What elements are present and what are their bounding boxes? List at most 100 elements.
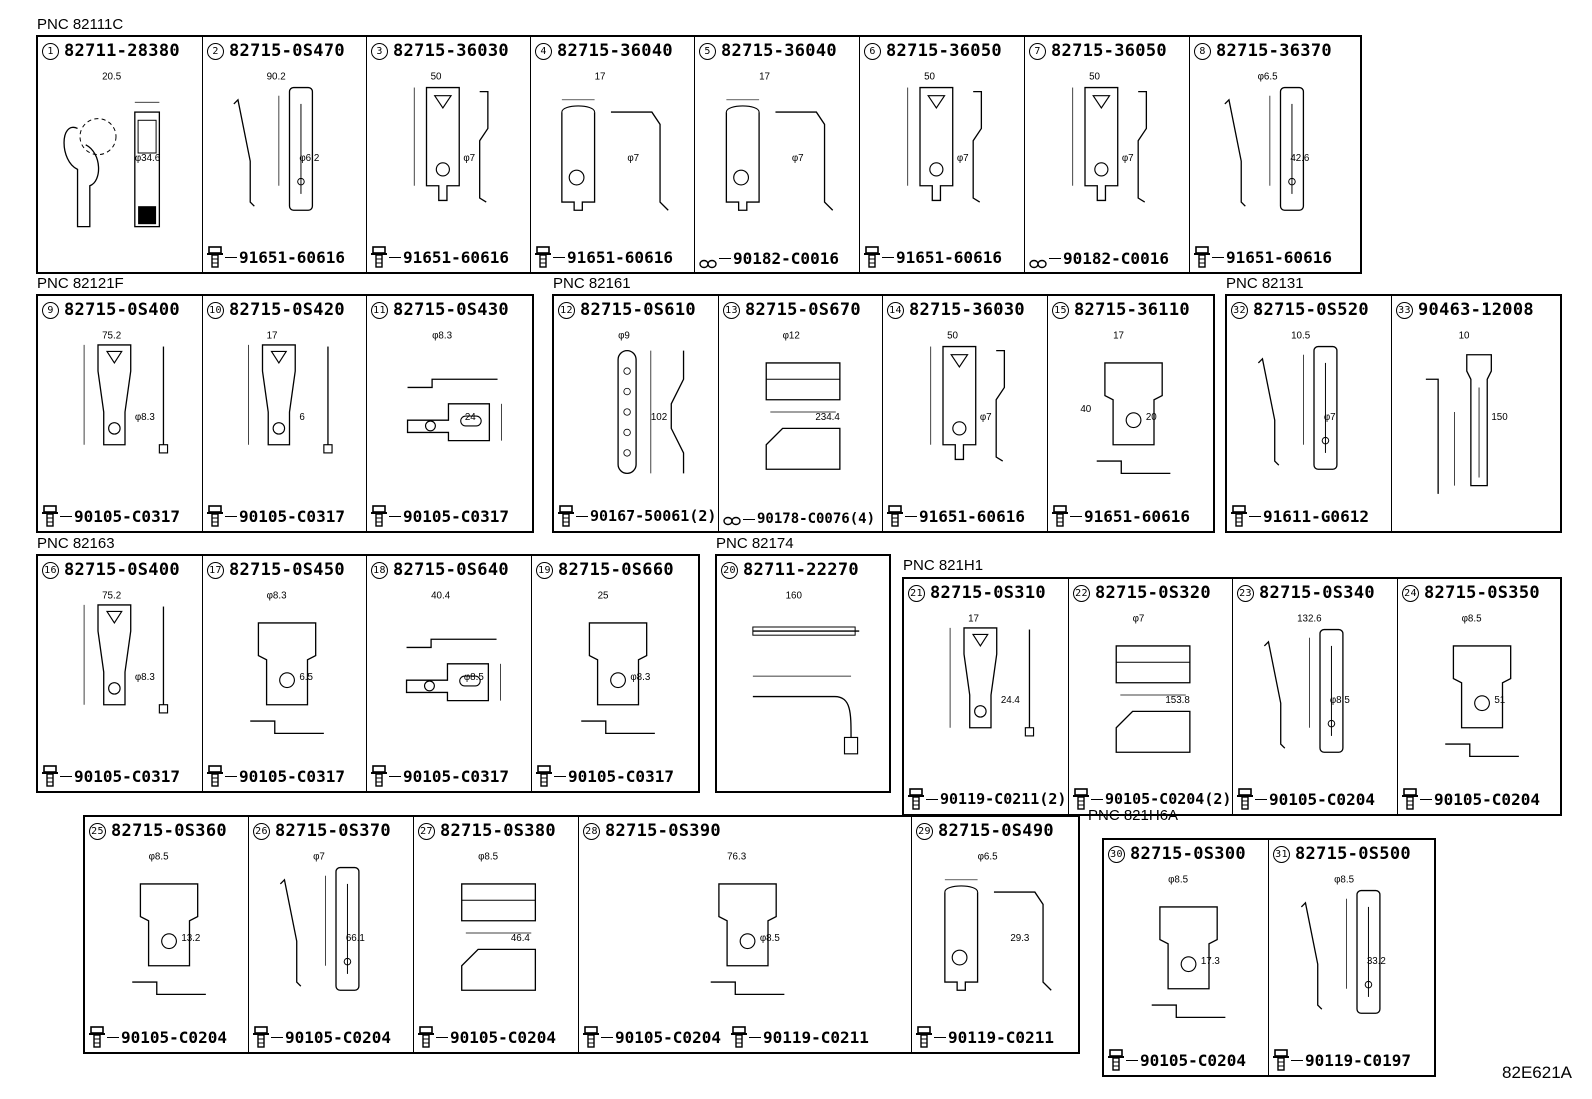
bolt-icon (535, 246, 551, 268)
dimension-label: φ8.3 (432, 330, 453, 341)
dimension-label: 10 (1459, 330, 1470, 341)
fastener-item[interactable]: 90105-C0317 (371, 505, 509, 527)
fastener-item[interactable]: 90105-C0317 (207, 765, 345, 787)
dimension-label: 6.5 (299, 672, 313, 683)
fastener-part-number: 91651-60616 (919, 506, 1025, 526)
part-number: 82715-0S400 (64, 300, 180, 320)
fastener-item[interactable]: 90105-C0204(2) (1073, 788, 1231, 810)
fastener-part-number: 91651-60616 (1226, 247, 1332, 267)
fastener-item[interactable]: 90105-C0204 (253, 1026, 391, 1048)
bolt-icon (371, 505, 387, 527)
dimension-label: 160 (786, 590, 803, 601)
dimension-label: φ9 (618, 330, 630, 341)
fastener-item[interactable]: 90105-C0317 (42, 505, 180, 527)
fastener-part-number: 90105-C0317 (239, 506, 345, 526)
fastener-item[interactable]: 90119-C0211 (916, 1026, 1054, 1048)
fastener-item[interactable]: 90119-C0211(2) (908, 788, 1066, 810)
part-number: 82715-36030 (393, 41, 509, 61)
fastener-item[interactable]: 90119-C0197 (1273, 1049, 1411, 1071)
part-line-art: 176 (248, 330, 333, 454)
part-number: 82715-0S520 (1253, 300, 1369, 320)
fastener-item[interactable]: 90105-C0317 (371, 765, 509, 787)
fastener-item[interactable]: 90105-C0204 (583, 1026, 721, 1048)
fastener-item[interactable]: 90105-C0204 (89, 1026, 227, 1048)
fastener-item[interactable]: 91651-60616 (1194, 246, 1332, 268)
fastener-item[interactable]: 90105-C0204 (418, 1026, 556, 1048)
dimension-label: 50 (924, 71, 935, 82)
bolt-icon (207, 505, 223, 527)
callout-number: 16 (42, 561, 59, 579)
fastener-item[interactable]: 91651-60616 (887, 505, 1025, 527)
fastener-list: 90182-C0016 (699, 249, 839, 268)
fastener-list: 91651-60616 (207, 246, 345, 268)
fastener-item[interactable]: 90105-C0317 (42, 765, 180, 787)
fastener-item[interactable]: 91611-G0612 (1231, 505, 1369, 527)
dimension-label: 50 (1089, 71, 1100, 82)
fastener-item[interactable]: 90105-C0204 (1237, 788, 1375, 810)
fastener-item[interactable]: 91651-60616 (535, 246, 673, 268)
fastener-item[interactable]: 91651-60616 (207, 246, 345, 268)
callout-number: 12 (558, 301, 575, 319)
fastener-item[interactable]: 91651-60616 (864, 246, 1002, 268)
bolt-icon (1052, 505, 1068, 527)
fastener-item[interactable]: 90105-C0317 (207, 505, 345, 527)
fastener-list: 91651-60616 (1052, 505, 1190, 527)
leader-line (60, 775, 72, 777)
fastener-item[interactable]: 90167-50061(2) (558, 505, 716, 527)
part-line-art: φ6.529.3 (944, 851, 1052, 991)
fastener-item[interactable]: 90105-C0204 (1108, 1049, 1246, 1071)
fastener-item[interactable]: 90182-C0016 (699, 249, 839, 268)
fastener-item[interactable]: 90105-C0204 (1402, 788, 1540, 810)
fastener-part-number: 90105-C0317 (74, 766, 180, 786)
fastener-item[interactable]: 90105-C0317 (536, 765, 674, 787)
dimension-label: 75.2 (102, 590, 121, 601)
fastener-item[interactable]: 91651-60616 (1052, 505, 1190, 527)
clip-icon (723, 514, 741, 526)
fastener-item[interactable]: 90119-C0211 (730, 1026, 869, 1048)
pnc-label-82163: PNC 82163 (37, 535, 115, 552)
fastener-item[interactable]: 90178-C0076(4) (723, 511, 875, 527)
fastener-list: 90105-C0317 (42, 765, 180, 787)
fastener-item[interactable]: 90182-C0016 (1029, 249, 1169, 268)
fastener-item[interactable]: 91651-60616 (371, 246, 509, 268)
